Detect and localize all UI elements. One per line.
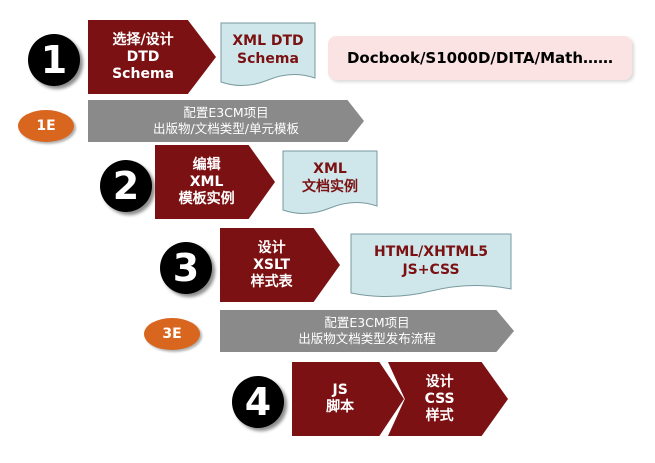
- step-1-number: 1: [28, 34, 80, 86]
- step-2-chevron-line1: 编辑: [192, 156, 221, 173]
- step-4-css-chevron: 设计 CSS 样式: [388, 362, 508, 436]
- step-2-doc-line2: 文档实例: [302, 179, 358, 195]
- step-4-js-line1: JS: [332, 382, 348, 398]
- step-4-css-line1: 设计: [425, 373, 454, 390]
- step-1-document: XML DTD Schema: [220, 22, 316, 90]
- step-3-chevron: 设计 XSLT 样式表: [220, 228, 340, 302]
- standards-box: Docbook/S1000D/DITA/Math……: [328, 36, 632, 80]
- step-4-css-line2: CSS: [424, 390, 455, 407]
- step-1-doc-line2: Schema: [237, 51, 299, 67]
- step-1-chevron: 选择/设计 DTD Schema: [88, 20, 216, 94]
- step-1-chevron-line1: 选择/设计: [112, 31, 174, 48]
- step-3e-bar-line1: 配置E3CM项目: [324, 315, 410, 330]
- step-1e-bar-line1: 配置E3CM项目: [183, 105, 269, 120]
- step-1-chevron-line3: Schema: [112, 65, 174, 82]
- step-3-document: HTML/XHTML5 JS+CSS: [350, 233, 512, 301]
- step-1-doc-line1: XML DTD: [232, 33, 304, 49]
- step-1-chevron-line2: DTD: [126, 48, 160, 65]
- step-3-chevron-line3: 样式表: [250, 273, 293, 290]
- standards-text: Docbook/S1000D/DITA/Math……: [346, 49, 613, 67]
- step-3-chevron-line2: XSLT: [253, 256, 291, 273]
- step-3-doc-line2: JS+CSS: [402, 262, 460, 278]
- step-2-number: 2: [100, 160, 152, 212]
- step-1e-badge: 1E: [18, 110, 74, 142]
- step-3e-bar: 配置E3CM项目 出版物文档类型发布流程: [220, 310, 514, 352]
- step-4-js-line2: 脚本: [326, 399, 355, 415]
- document-shape-icon: [350, 233, 512, 298]
- step-2-doc-line1: XML: [313, 161, 347, 177]
- document-shape-icon: [282, 150, 378, 214]
- step-3-number: 3: [160, 242, 212, 294]
- step-3-chevron-line1: 设计: [257, 239, 286, 256]
- step-4-js-chevron: JS 脚本: [292, 362, 404, 436]
- step-3e-badge: 3E: [144, 318, 200, 350]
- step-3-doc-line1: HTML/XHTML5: [374, 244, 488, 260]
- step-2-chevron-line3: 模板实例: [178, 190, 235, 207]
- step-4-number: 4: [232, 376, 284, 428]
- step-1e-bar-line2: 出版物/文档类型/单元模板: [153, 121, 299, 136]
- step-3e-bar-line2: 出版物文档类型发布流程: [298, 331, 436, 346]
- step-2-document: XML 文档实例: [282, 150, 378, 218]
- step-2-chevron: 编辑 XML 模板实例: [155, 145, 275, 219]
- step-4-css-line3: 样式: [425, 407, 454, 424]
- document-shape-icon: [220, 22, 316, 86]
- step-2-chevron-line2: XML: [189, 173, 224, 190]
- step-1e-bar: 配置E3CM项目 出版物/文档类型/单元模板: [88, 100, 364, 142]
